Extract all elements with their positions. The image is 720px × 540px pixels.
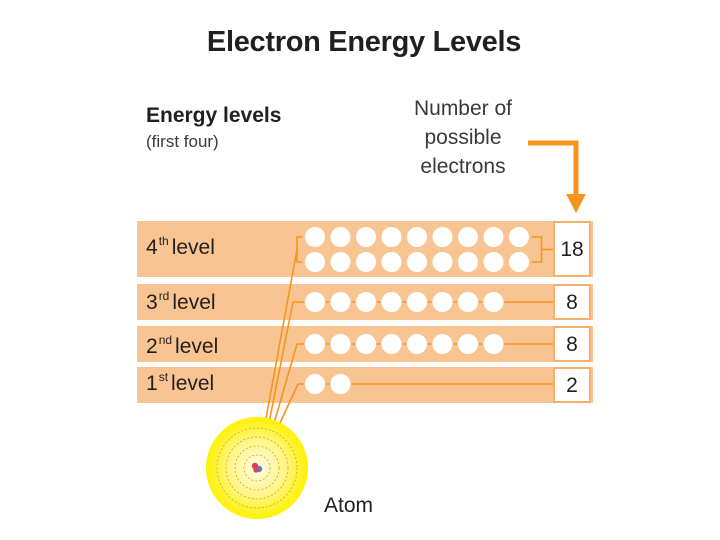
level-3-electron-slot <box>432 292 453 313</box>
level-1-electron-slot <box>330 374 351 395</box>
level-4-electron-slot <box>356 252 377 273</box>
level-4-electron-slot <box>483 252 504 273</box>
level-2-electron-count: 8 <box>553 326 591 362</box>
level-4-electron-slot <box>381 227 402 248</box>
level-4-electron-slot <box>381 252 402 273</box>
level-4-electron-slot <box>458 227 479 248</box>
level-1-electron-count: 2 <box>553 367 591 403</box>
level-3-electron-count: 8 <box>553 284 591 320</box>
level-2-electron-slot <box>432 334 453 355</box>
level-3-electron-slot <box>356 292 377 313</box>
level-4-electron-count: 18 <box>553 221 591 277</box>
level-4-electron-slot <box>407 252 428 273</box>
level-4-electron-slot <box>330 252 351 273</box>
level-4-electron-slot <box>458 252 479 273</box>
atom-icon <box>206 417 308 519</box>
atom-label: Atom <box>324 494 373 518</box>
level-2-electron-slot <box>330 334 351 355</box>
level-4-electron-slot <box>432 252 453 273</box>
level-4-electron-slot <box>432 227 453 248</box>
level-4-electron-slot <box>407 227 428 248</box>
level-3-electron-slot <box>483 292 504 313</box>
level-2-electron-slot <box>458 334 479 355</box>
level-4-electron-slot <box>509 227 530 248</box>
level-2-electron-slot <box>356 334 377 355</box>
level-4-electron-slot <box>356 227 377 248</box>
level-2-electron-slot <box>407 334 428 355</box>
level-4-electron-slot <box>305 227 326 248</box>
level-3-electron-slot <box>407 292 428 313</box>
level-3-electron-slot <box>330 292 351 313</box>
level-4-electron-slot <box>509 252 530 273</box>
level-2-electron-slot <box>483 334 504 355</box>
level-4-electron-slot <box>483 227 504 248</box>
level-3-electron-slot <box>305 292 326 313</box>
level-1-electron-slot <box>305 374 326 395</box>
level-4-electron-slot <box>330 227 351 248</box>
down-arrow-icon <box>528 143 586 213</box>
level-3-electron-slot <box>458 292 479 313</box>
level-4-electron-slot <box>305 252 326 273</box>
level-3-electron-slot <box>381 292 402 313</box>
level-2-electron-slot <box>381 334 402 355</box>
level-2-electron-slot <box>305 334 326 355</box>
